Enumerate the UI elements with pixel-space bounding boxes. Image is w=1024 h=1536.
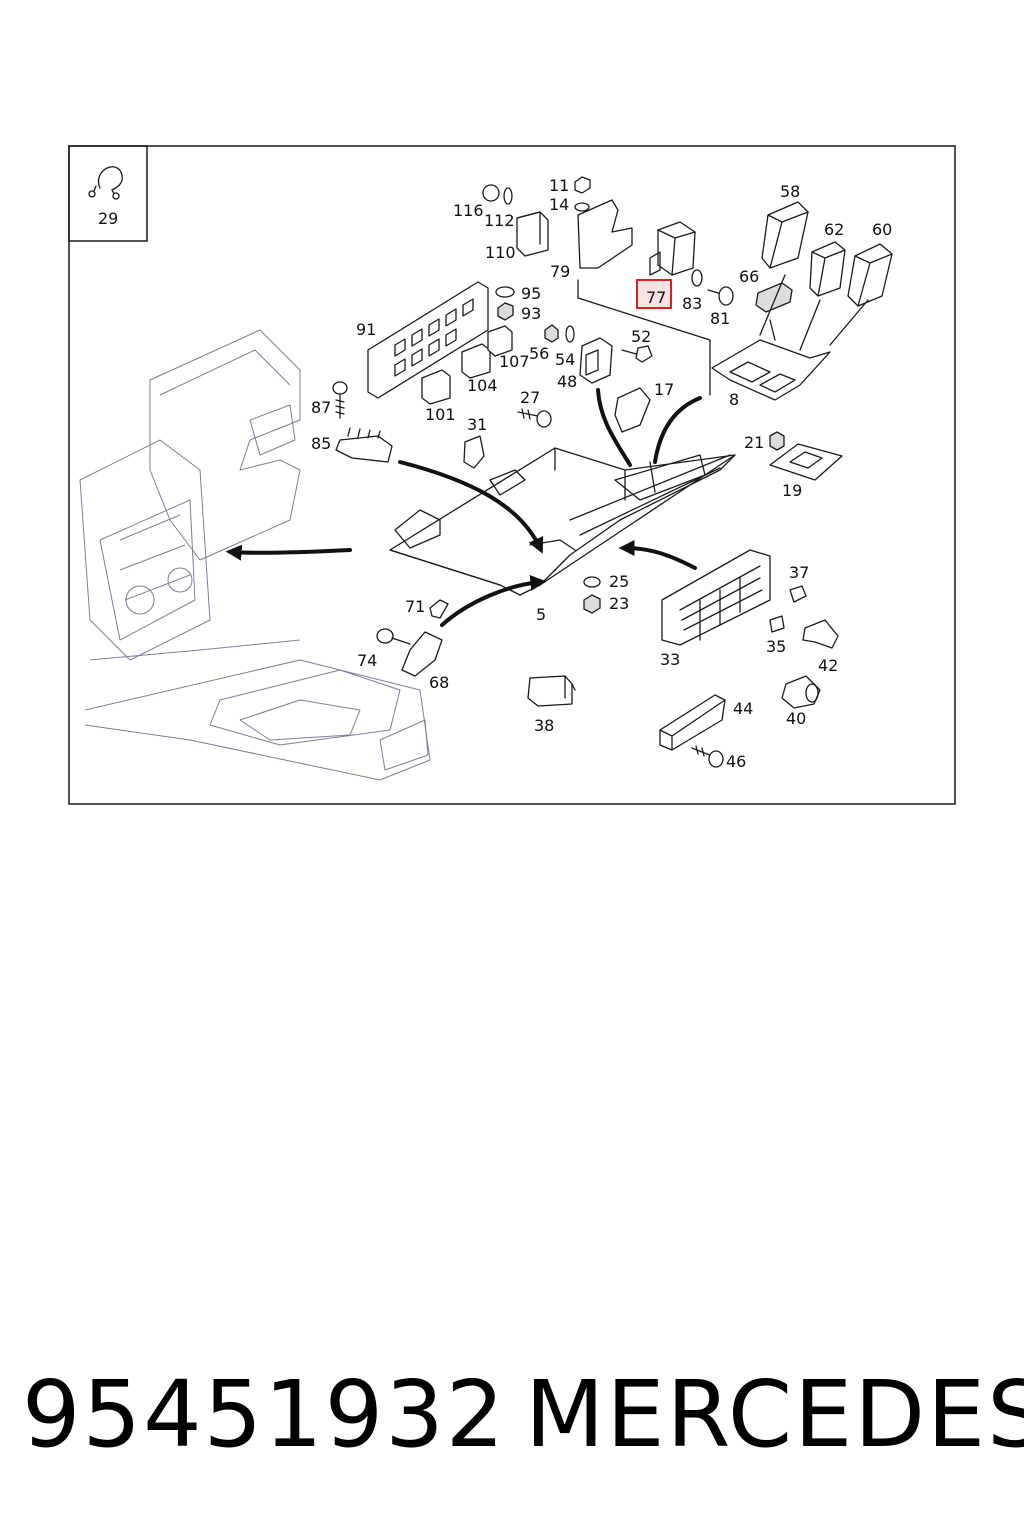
label-60: 60: [872, 220, 892, 239]
relay-58: [761, 201, 809, 269]
label-44: 44: [733, 699, 753, 718]
label-25: 25: [609, 572, 629, 591]
label-101: 101: [425, 405, 456, 424]
label-77: 77: [646, 288, 666, 307]
relay-107: [487, 325, 513, 357]
diagram-frame: [68, 145, 956, 805]
label-21: 21: [744, 433, 764, 452]
unit-44: [659, 694, 726, 751]
label-83: 83: [682, 294, 702, 313]
label-87: 87: [311, 398, 331, 417]
screw-27: [517, 408, 552, 428]
label-58: 58: [780, 182, 800, 201]
footer: 95451932 MERCEDES: [0, 1360, 1024, 1470]
connector-48: [579, 337, 613, 384]
bracket-31: [463, 435, 485, 469]
label-5: 5: [536, 605, 546, 624]
label-46: 46: [726, 752, 746, 771]
nut-11-14: [574, 176, 591, 212]
nut-21: [769, 431, 785, 451]
washer-83: [691, 269, 703, 287]
switch-71: [429, 599, 449, 619]
module-77: [649, 221, 696, 276]
connector-strip-85: [335, 427, 393, 463]
label-17: 17: [654, 380, 674, 399]
screw-87: [332, 381, 348, 419]
inset-box: [68, 145, 148, 242]
relay-101: [421, 369, 451, 405]
nut-95-93: [495, 286, 515, 321]
bolt-52: [621, 345, 653, 363]
label-8: 8: [729, 390, 739, 409]
mounting-plate-8: [711, 274, 869, 401]
label-23: 23: [609, 594, 629, 613]
label-74: 74: [357, 651, 377, 670]
label-38: 38: [534, 716, 554, 735]
label-54: 54: [555, 350, 575, 369]
fuse-37: [789, 585, 807, 603]
label-35: 35: [766, 637, 786, 656]
highlight-box: [636, 279, 672, 309]
label-33: 33: [660, 650, 680, 669]
label-19: 19: [782, 481, 802, 500]
holder-42: [802, 619, 839, 649]
label-66: 66: [739, 267, 759, 286]
brand-name: MERCEDES: [525, 1361, 1024, 1468]
label-81: 81: [710, 309, 730, 328]
label-107: 107: [499, 352, 530, 371]
label-91: 91: [356, 320, 376, 339]
label-62: 62: [824, 220, 844, 239]
label-104: 104: [467, 376, 498, 395]
module-38: [527, 675, 576, 707]
label-112: 112: [484, 211, 515, 230]
label-52: 52: [631, 327, 651, 346]
relay-104: [461, 343, 491, 379]
bracket-17: [614, 387, 651, 433]
label-95: 95: [521, 284, 541, 303]
screw-74: [376, 628, 411, 645]
label-42: 42: [818, 656, 838, 675]
label-14: 14: [549, 195, 569, 214]
relay-62: [809, 241, 846, 297]
part-labels: 29 116 112 110 11 14 79 77 83 81 58 62 6…: [98, 176, 892, 771]
label-85: 85: [311, 434, 331, 453]
plate-19: [769, 443, 843, 481]
label-93: 93: [521, 304, 541, 323]
relay-panel-91: [367, 281, 489, 399]
bracket-79: [577, 199, 711, 396]
label-37: 37: [789, 563, 809, 582]
label-11: 11: [549, 176, 569, 195]
inset-label: 29: [98, 209, 118, 228]
switch-68: [401, 631, 443, 677]
label-71: 71: [405, 597, 425, 616]
socket-66: [755, 282, 793, 313]
fuse-35: [769, 615, 785, 633]
central-tray: [389, 447, 736, 596]
label-116: 116: [453, 201, 484, 220]
screw-81: [707, 286, 734, 306]
dashboard-outline: [79, 329, 431, 781]
label-31: 31: [467, 415, 487, 434]
label-27: 27: [520, 388, 540, 407]
relay-60: [847, 243, 893, 307]
clip-25: [583, 576, 601, 588]
nut-56-54: [544, 324, 575, 343]
part-number: 95451932: [22, 1361, 507, 1468]
nut-23: [583, 594, 601, 614]
label-79: 79: [550, 262, 570, 281]
fuse-box-33: [661, 549, 771, 646]
assembly-arrows: [225, 388, 702, 627]
label-68: 68: [429, 673, 449, 692]
screw-46: [691, 745, 724, 768]
nut-116: [482, 184, 513, 205]
label-56: 56: [529, 344, 549, 363]
label-40: 40: [786, 709, 806, 728]
lamp-socket-40: [781, 675, 821, 709]
label-110: 110: [485, 243, 516, 262]
clamp-icon: [88, 166, 123, 200]
relay-110: [516, 211, 549, 257]
label-48: 48: [557, 372, 577, 391]
